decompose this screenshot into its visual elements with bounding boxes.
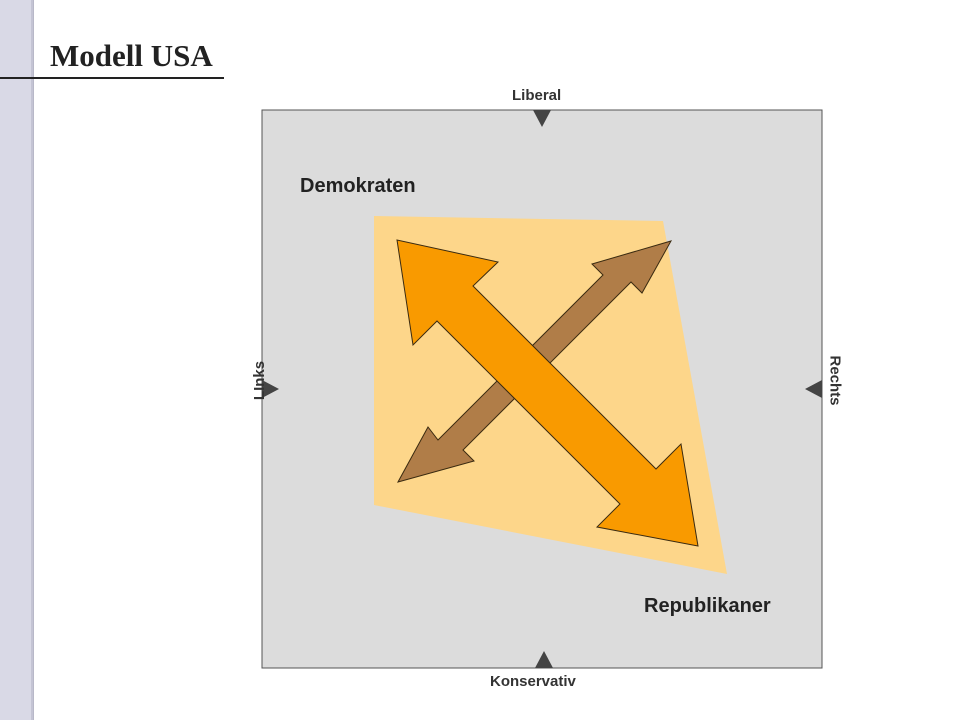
title-underline <box>0 77 224 79</box>
slide-side-bar <box>0 0 34 720</box>
marker-bottom <box>535 651 553 668</box>
axis-label-rechts: Rechts <box>826 355 844 406</box>
party-label-demokraten: Demokraten <box>300 175 416 197</box>
party-label-republikaner: Republikaner <box>644 595 771 617</box>
axis-label-links: LInks <box>251 360 269 401</box>
slide-title: Modell USA <box>50 38 213 73</box>
marker-right <box>805 380 822 398</box>
axis-label-konservativ: Konservativ <box>490 673 576 690</box>
axis-label-liberal: Liberal <box>512 87 562 104</box>
marker-top <box>533 110 551 127</box>
orange-double-arrow <box>396 239 699 547</box>
marker-left <box>262 380 279 398</box>
